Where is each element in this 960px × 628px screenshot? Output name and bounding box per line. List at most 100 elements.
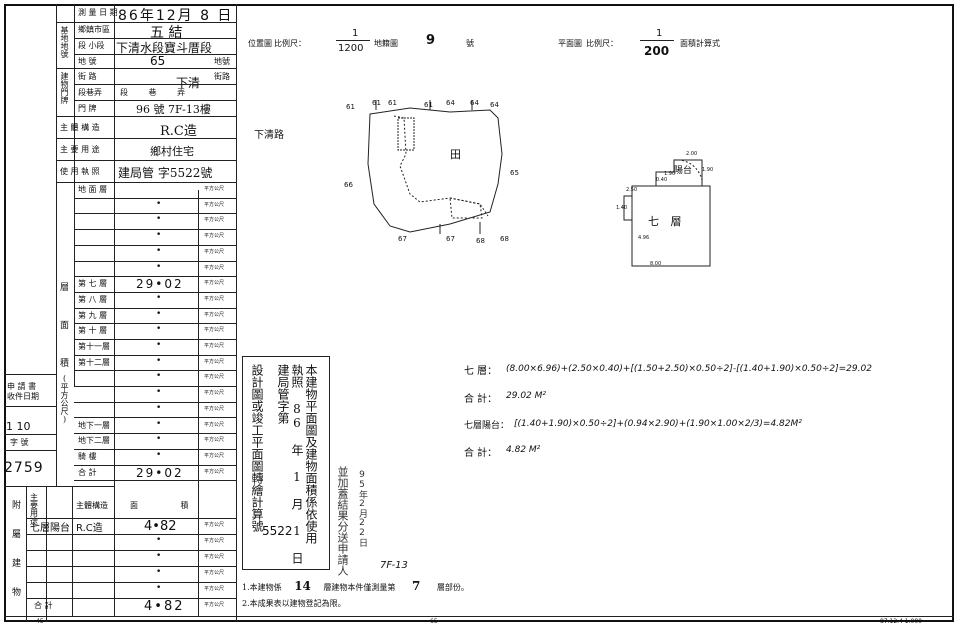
floor-row-unit: 平方公尺: [204, 406, 225, 412]
sheet-no: 9: [426, 33, 436, 48]
floor-row-unit: 平方公尺: [204, 359, 225, 365]
calc-label: 面積計算式: [680, 39, 720, 48]
footer-right: 87.12.4 1.000: [880, 618, 922, 625]
floor-row-value: •: [156, 214, 164, 224]
location-scale-num: 1: [352, 28, 359, 39]
floor-row-unit: 平方公尺: [204, 186, 225, 192]
floor-row-unit: 平方公尺: [204, 233, 225, 239]
location-scale-den: 1200: [338, 43, 364, 54]
building-outline: [397, 117, 415, 151]
apply-date: 1 10: [6, 420, 31, 433]
parcel-label-11: 67: [446, 235, 455, 243]
parcel-label-8: 65: [510, 169, 519, 177]
plan-scale-label: 比例尺：: [586, 39, 618, 48]
annex-col-struct: 主體構造: [76, 501, 108, 510]
section-value: 下清水段寶斗厝段: [116, 41, 213, 55]
floor-row-value: •: [156, 387, 164, 397]
floor-row-unit: 平方公尺: [204, 312, 225, 318]
floor-plan: [623, 159, 711, 267]
floor-row-value: •: [156, 324, 164, 334]
floor-row-value: 29•02: [136, 277, 184, 291]
district-value: 五 結: [150, 25, 183, 41]
annex-row-unit: 平方公尺: [204, 586, 225, 592]
floor-row-value: •: [156, 434, 164, 444]
permit-label: 使 用 執 照: [60, 167, 100, 176]
annex-row-area: 4•82: [144, 519, 177, 534]
floor-row-label: 第十一層: [78, 342, 110, 351]
floor-row-value: •: [156, 309, 164, 319]
floor-row-label: 地下二層: [78, 436, 110, 445]
street-suffix: 街路: [214, 72, 230, 81]
base-label: 基地地號: [60, 26, 69, 58]
parcel-label-7: 64: [490, 101, 499, 109]
use-value: 鄉村住宅: [150, 145, 194, 158]
floor-row-unit: 平方公尺: [204, 453, 225, 459]
floor-row-unit: 平方公尺: [204, 202, 225, 208]
plan-label: 平面圖: [558, 39, 582, 48]
floor-row-unit: 平方公尺: [204, 249, 225, 255]
location-scale-label: 比例尺：: [274, 39, 306, 48]
district-label: 鄉鎮市區: [78, 25, 110, 34]
plan-scale-num: 1: [656, 28, 663, 39]
floor-row-value: •: [156, 246, 164, 256]
location-map: [367, 100, 503, 234]
floor-row-unit: 平方公尺: [204, 343, 225, 349]
plan-dim-8: 8.00: [650, 261, 662, 267]
calc-line3-label: 七層陽台：: [464, 421, 510, 431]
word-label: 字 號: [10, 438, 29, 447]
stamp-col3: 設計圖或竣工平面圖轉繪計算號: [250, 364, 264, 532]
parcel-label-13: 68: [500, 235, 509, 243]
note-1: 1.本建物係 14 層建物本件僅測量第 7 層部份。: [242, 579, 469, 593]
floor-row-unit: 平方公尺: [204, 296, 225, 302]
plan-dim-5: 4.96: [638, 235, 650, 241]
survey-date: 86年12月 8 日: [118, 8, 234, 24]
permit-value: 建局管 字5522號: [118, 166, 213, 180]
lot-value: 65: [150, 54, 166, 68]
street-label: 街 路: [78, 72, 97, 81]
floor-row-value: •: [156, 356, 164, 366]
certification-stamp: [242, 356, 330, 570]
floor-row-label: 地 面 層: [78, 185, 108, 194]
door-label: 建物門牌: [60, 72, 69, 104]
parcel-label-6: 64: [470, 99, 479, 107]
floor-row-unit: 平方公尺: [204, 422, 225, 428]
plan-floor-label: 七 層: [648, 215, 686, 228]
annex-row-struct: R.C造: [76, 523, 103, 534]
calc-line2: 29.02 M²: [506, 391, 546, 401]
plan-dim-7: 2.50: [626, 187, 638, 193]
stamp-permit-no: 5522: [262, 524, 293, 538]
side-label-4: (平方公尺): [60, 374, 69, 424]
location-map-label: 位置圖: [248, 39, 272, 48]
annex-col-use: 主要用途: [30, 493, 38, 526]
note-2: 2.本成果表以建物登記為限。: [242, 599, 346, 608]
footer-left: 45: [36, 618, 44, 625]
stamp-col1: 本建物平面圖及建物面積係依使用: [304, 364, 318, 544]
use-label: 主 要 用 途: [60, 145, 100, 154]
annex-col-area: 面 積: [130, 501, 189, 510]
parcel-label-10: 67: [398, 235, 407, 243]
registration-signature: 7F-13: [380, 560, 408, 571]
side-label-2: 面: [60, 321, 70, 331]
floor-row-value: •: [156, 419, 164, 429]
apply-label: 申 請 書 收件日期: [7, 382, 39, 401]
road-boundary: [393, 115, 489, 217]
calc-line4: 4.82 M²: [506, 445, 541, 455]
annex-row-area: •: [156, 535, 162, 545]
annex-row-area: •: [156, 583, 162, 593]
annex-row-area: •: [156, 567, 162, 577]
cadastral-label: 地籍圖: [374, 39, 398, 48]
floor-row-label: 騎 樓: [78, 452, 97, 461]
parcel-label-3: 61: [388, 99, 397, 107]
floor-row-value: •: [156, 230, 164, 240]
annex-row-unit: 平方公尺: [204, 554, 225, 560]
plan-balcony-label: 陽台: [674, 166, 693, 176]
floor-row-value: •: [156, 403, 164, 413]
calc-line2-label: 合 計：: [464, 394, 498, 405]
floor-row-value: •: [156, 199, 164, 209]
floor-row-label: 第 八 層: [78, 295, 108, 304]
floor-row-value: •: [156, 340, 164, 350]
annex-total-unit: 平方公尺: [204, 602, 225, 608]
floor-row-label: 第 十 層: [78, 326, 108, 335]
sheet-suffix: 號: [466, 39, 474, 48]
annex-row-unit: 平方公尺: [204, 538, 225, 544]
